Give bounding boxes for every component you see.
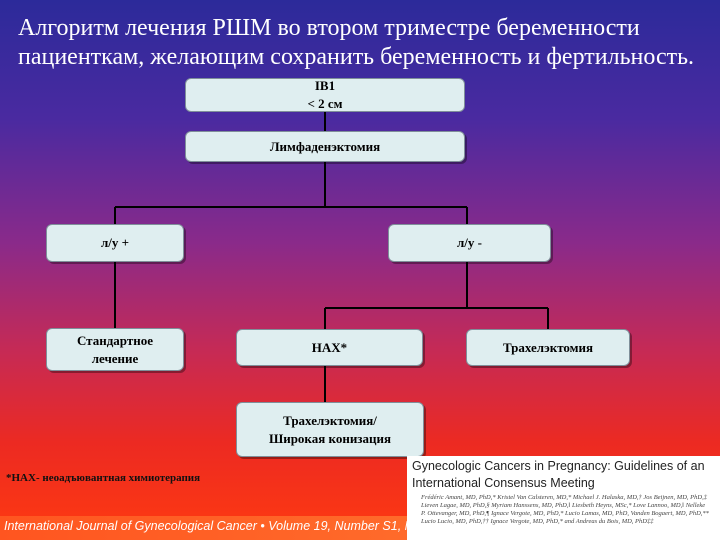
slide-title-line1: Алгоритм лечения РШМ во втором триместре…: [18, 15, 640, 41]
trachelectomy-label: Трахелэктомия: [502, 339, 594, 355]
standard-treatment-line2: лечение: [91, 350, 139, 366]
box-ln-negative: л/у -: [388, 224, 551, 262]
trachelectomy-wide-line2: Широкая конизация: [268, 430, 392, 446]
ln-positive-label: л/у +: [100, 235, 130, 250]
lymphadenectomy-label: Лимфаденэктомия: [269, 138, 381, 154]
box-ln-positive: л/у +: [46, 224, 184, 262]
footnote-nac: *НАХ- неоадъювантная химиотерапия: [6, 472, 201, 484]
trachelectomy-wide-line1: Трахелэктомия/: [283, 412, 377, 428]
article-title-line1: Gynecologic Cancers in Pregnancy: Guidel…: [412, 459, 705, 473]
ib1-stage-label: IB1: [314, 78, 336, 93]
slide-title: Алгоритм лечения РШМ во втором триместре…: [18, 14, 708, 72]
box-nac: НАХ*: [236, 329, 423, 366]
journal-citation: International Journal of Gynecological C…: [4, 519, 460, 533]
article-title-line2: International Consensus Meeting: [412, 476, 595, 490]
box-standard-treatment: Стандартное лечение: [46, 328, 184, 371]
box-trachelectomy-wide-conization: Трахелэктомия/ Широкая конизация: [236, 402, 424, 457]
nac-label: НАХ*: [311, 339, 348, 355]
box-lymphadenectomy: Лимфаденэктомия: [185, 131, 465, 162]
slide-title-line2: пациенткам, желающим сохранить беременно…: [18, 44, 695, 70]
ib1-size-label: < 2 см: [307, 96, 343, 111]
article-authors: Frédéric Amant, MD, PhD,* Kristel Van Ca…: [421, 494, 709, 525]
box-trachelectomy: Трахелэктомия: [466, 329, 630, 366]
ln-negative-label: л/у -: [457, 235, 482, 250]
standard-treatment-line1: Стандартное: [76, 332, 154, 348]
box-ib1: IB1 < 2 см: [185, 78, 465, 112]
article-clipping: Gynecologic Cancers in Pregnancy: Guidel…: [407, 456, 720, 540]
